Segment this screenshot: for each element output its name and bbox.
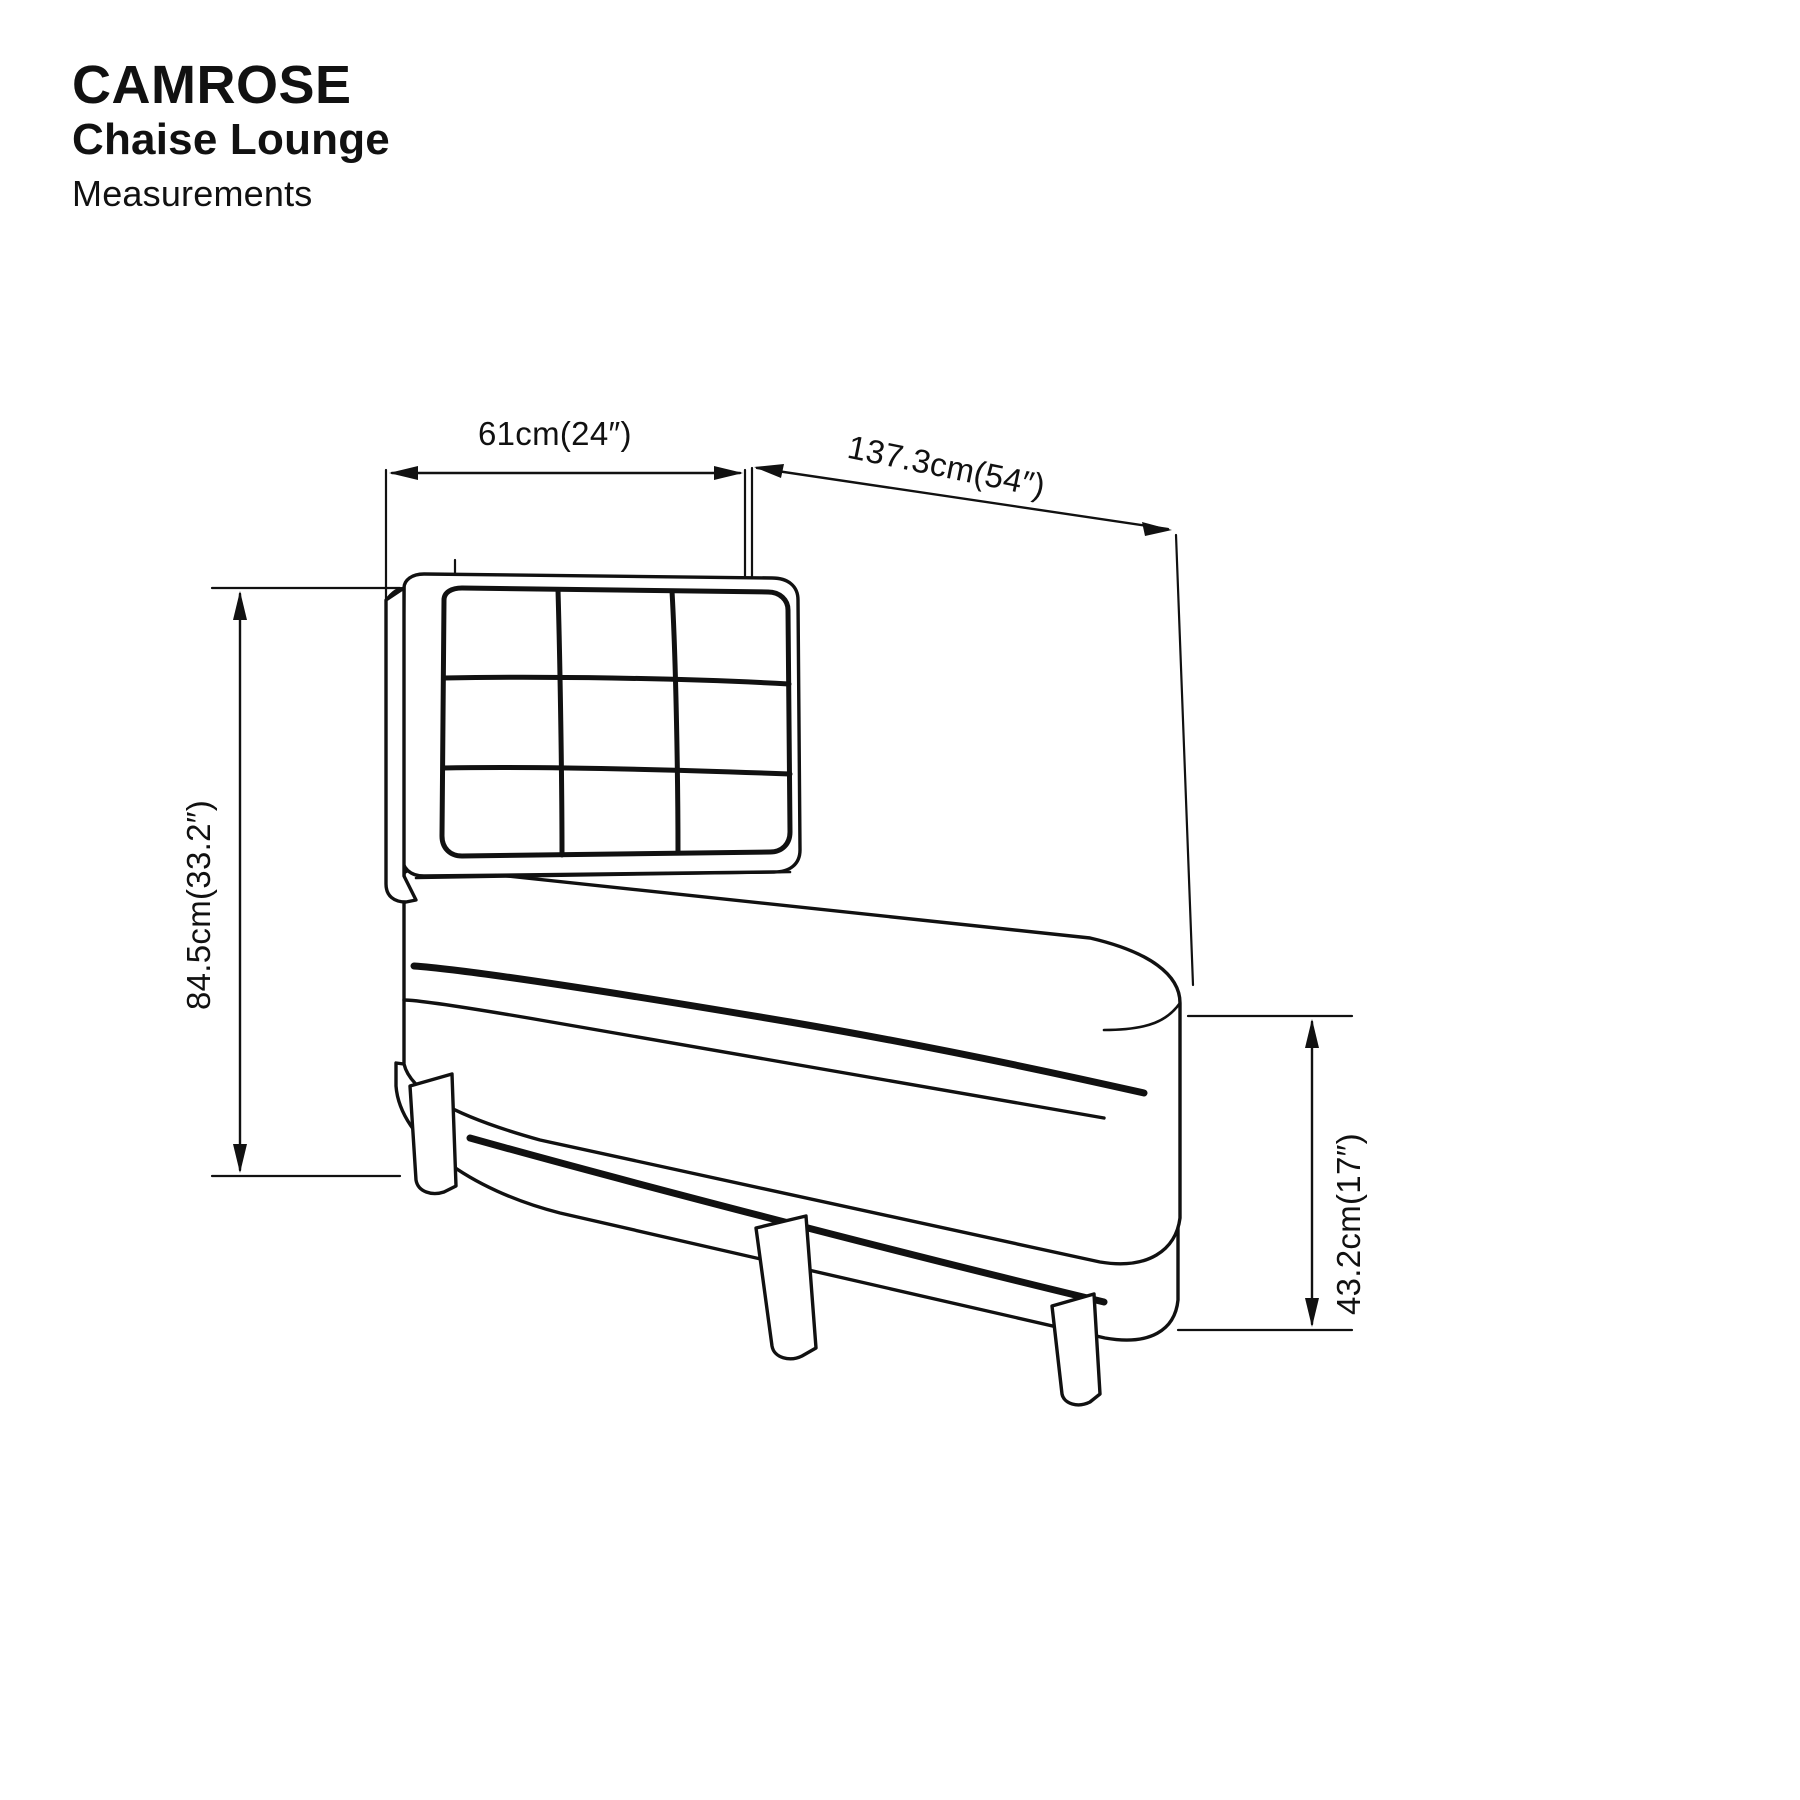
dimension-seat-height-annotation (1176, 1014, 1354, 1332)
dimension-label-seat-height: 43.2cm(17″) (1330, 1133, 1367, 1315)
title-block: CAMROSE Chaise Lounge Measurements (72, 58, 390, 212)
sheet-subtitle: Measurements (72, 173, 313, 214)
dimension-label-width: 61cm(24″) (478, 415, 632, 452)
dimension-label-height: 84.5cm(33.2″) (180, 799, 217, 1010)
dimension-height-annotation (210, 586, 402, 1178)
dimension-depth-annotation (750, 464, 1195, 987)
product-name: CAMROSE (72, 55, 352, 115)
legs (408, 1072, 1102, 1407)
product-type: Chaise Lounge (72, 115, 390, 164)
backrest (384, 572, 802, 904)
